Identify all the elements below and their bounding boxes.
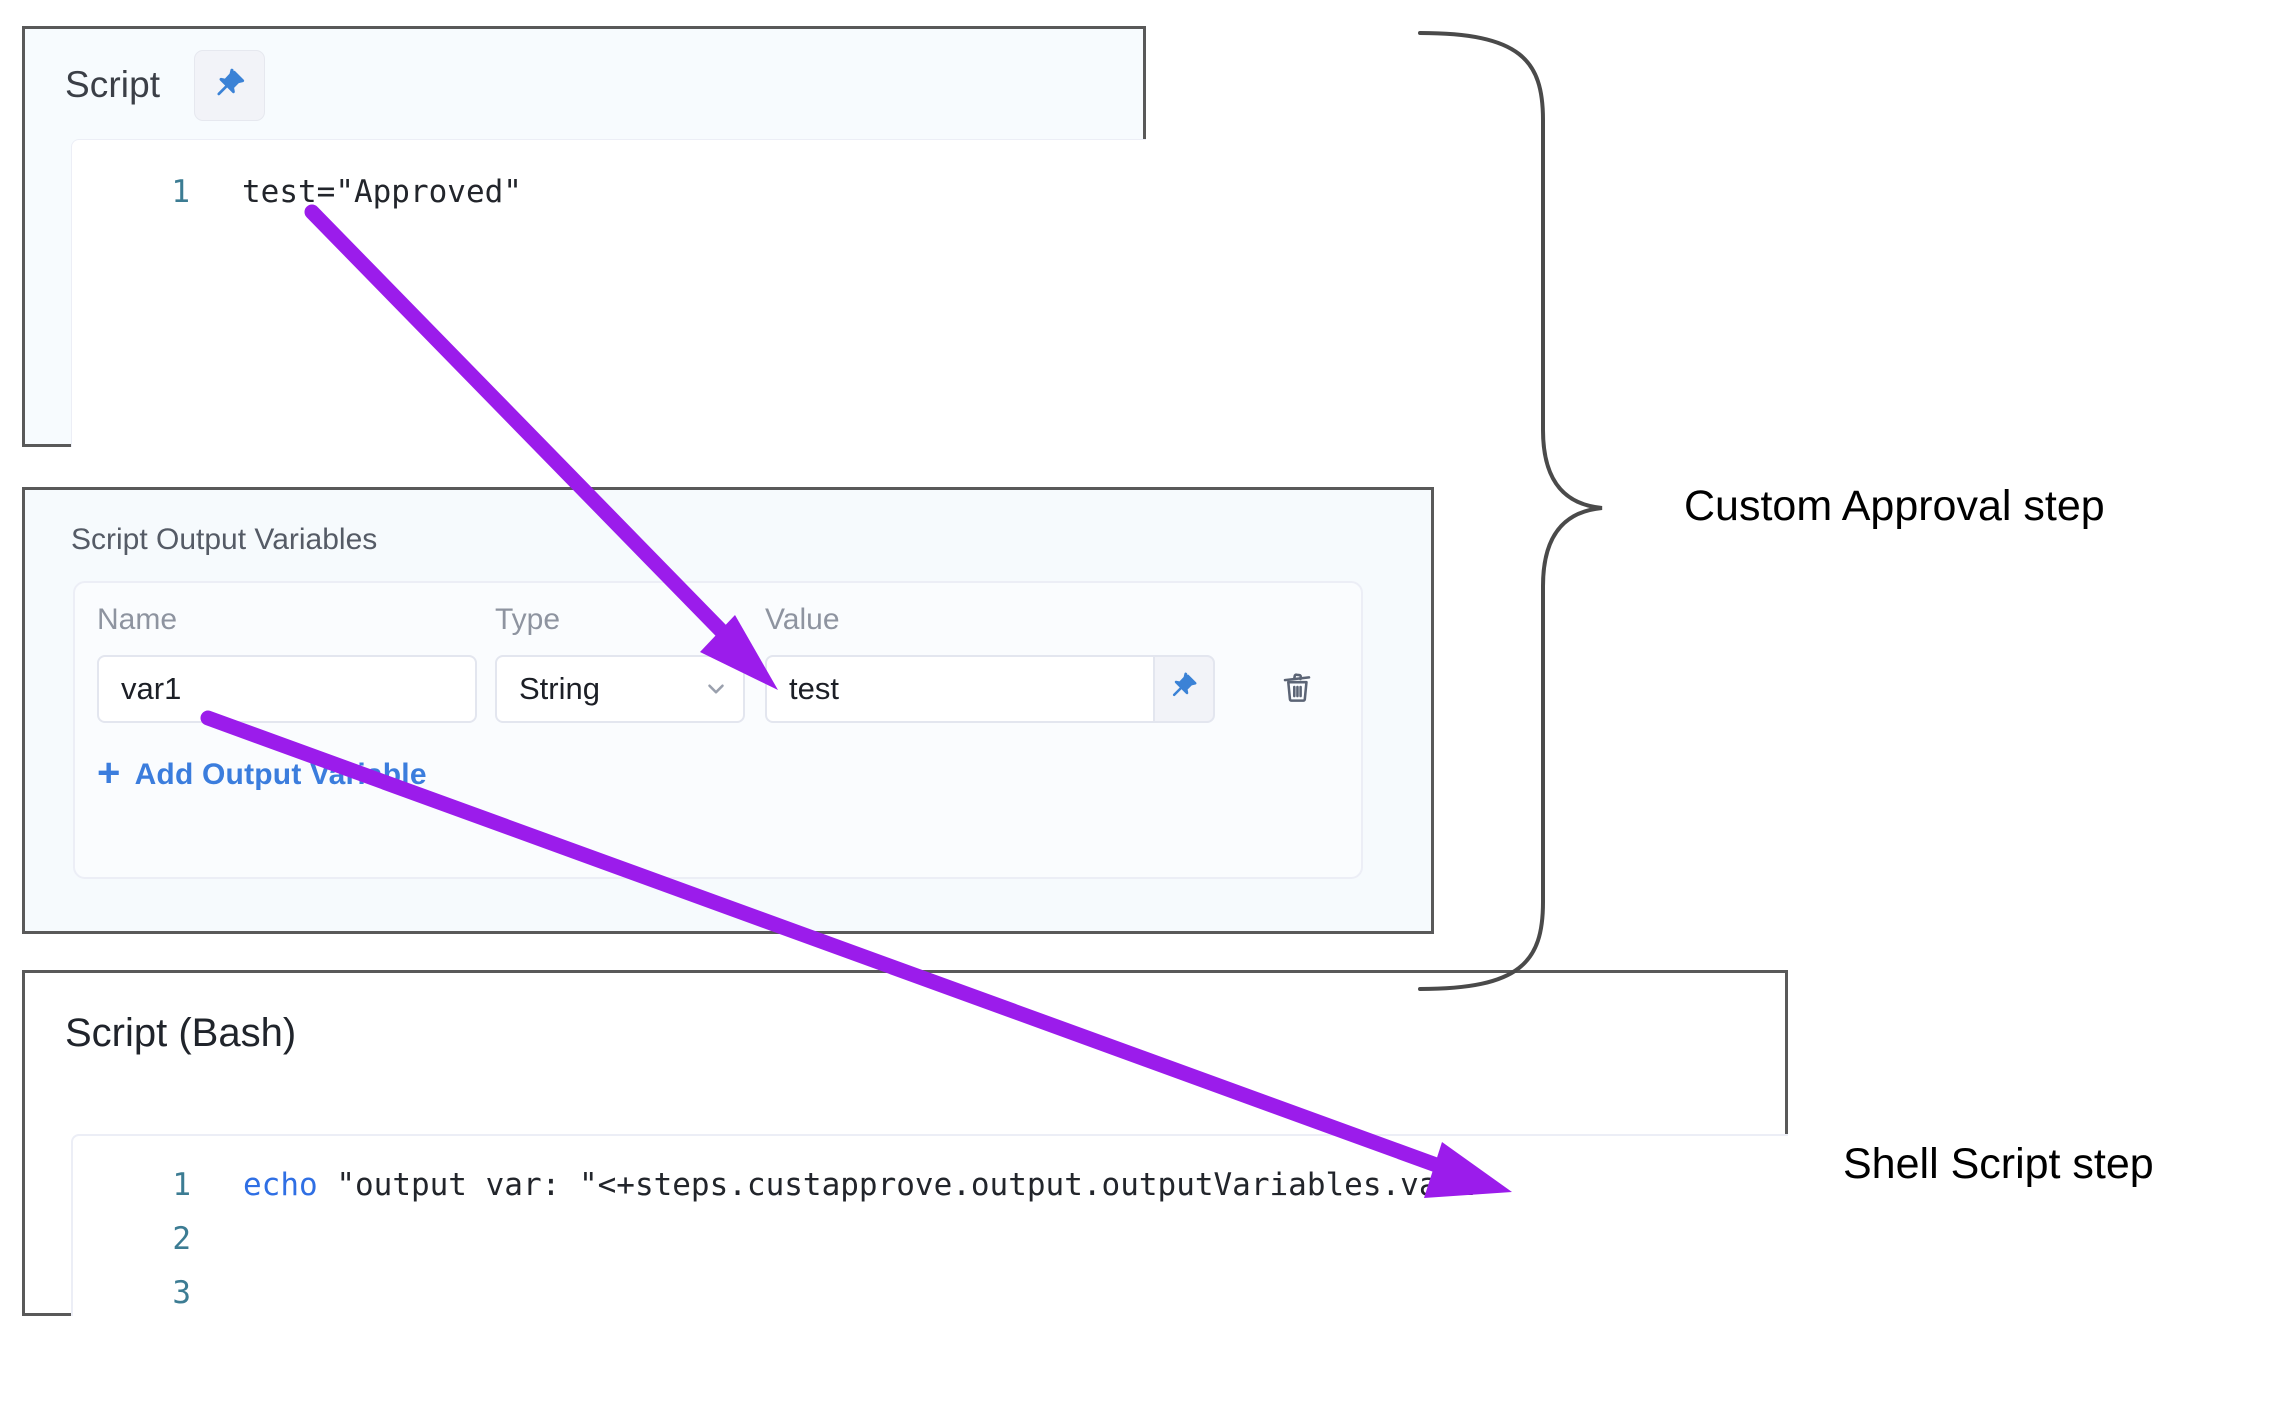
code-text: test="Approved" xyxy=(242,174,522,210)
code-line: 2 xyxy=(73,1212,1788,1266)
delete-variable-button[interactable] xyxy=(1267,655,1327,723)
add-output-variable-label: Add Output Variable xyxy=(134,758,427,791)
column-headers: Name Type Value xyxy=(75,603,1361,643)
code-line: 1 echo "output var: "<+steps.custapprove… xyxy=(73,1158,1788,1212)
output-variable-row: var1 String test xyxy=(75,655,1361,731)
variable-type-select[interactable]: String xyxy=(495,655,745,723)
variable-value-input[interactable]: test xyxy=(765,655,1153,723)
script-panel: Script 1 test="Approved" xyxy=(22,26,1146,447)
line-number: 2 xyxy=(172,1221,191,1257)
value-pin-icon-button[interactable] xyxy=(1153,655,1215,723)
custom-approval-label: Custom Approval step xyxy=(1684,482,2105,530)
variable-name-input[interactable]: var1 xyxy=(97,655,477,723)
column-header-value: Value xyxy=(765,603,840,636)
script-code-editor[interactable]: 1 test="Approved" xyxy=(71,139,1146,447)
variable-value-group: test xyxy=(765,655,1215,723)
variable-type-value: String xyxy=(519,671,600,706)
line-number: 1 xyxy=(171,174,190,210)
column-header-name: Name xyxy=(97,603,178,636)
bash-script-panel: Script (Bash) 1 echo "output var: "<+ste… xyxy=(22,970,1788,1316)
script-panel-title: Script xyxy=(65,64,161,105)
code-text: echo "output var: "<+steps.custapprove.o… xyxy=(243,1167,1493,1203)
script-output-variables-panel: Script Output Variables Name Type Value … xyxy=(22,487,1434,934)
trash-icon xyxy=(1279,668,1315,711)
line-number: 3 xyxy=(172,1275,191,1311)
code-line: 1 test="Approved" xyxy=(72,140,1146,228)
shell-script-label: Shell Script step xyxy=(1843,1140,2154,1188)
script-panel-header: Script xyxy=(25,29,1143,141)
line-number: 1 xyxy=(172,1167,191,1203)
code-keyword: echo xyxy=(243,1167,337,1203)
code-string: "output var: "<+steps.custapprove.output… xyxy=(336,1167,1494,1203)
code-line: 3 xyxy=(73,1266,1788,1320)
bash-code-editor[interactable]: 1 echo "output var: "<+steps.custapprove… xyxy=(71,1134,1788,1316)
script-output-variables-title: Script Output Variables xyxy=(71,523,378,556)
add-output-variable-button[interactable]: + Add Output Variable xyxy=(97,751,427,795)
pin-icon xyxy=(213,68,247,102)
chevron-down-icon xyxy=(703,676,729,702)
plus-icon: + xyxy=(97,751,121,795)
curly-brace xyxy=(1418,31,1603,991)
pin-icon-button[interactable] xyxy=(194,49,266,121)
pin-icon xyxy=(1169,672,1199,707)
column-header-type: Type xyxy=(495,603,561,636)
output-variables-card: Name Type Value var1 String test xyxy=(73,581,1363,879)
bash-script-title: Script (Bash) xyxy=(65,1011,297,1055)
